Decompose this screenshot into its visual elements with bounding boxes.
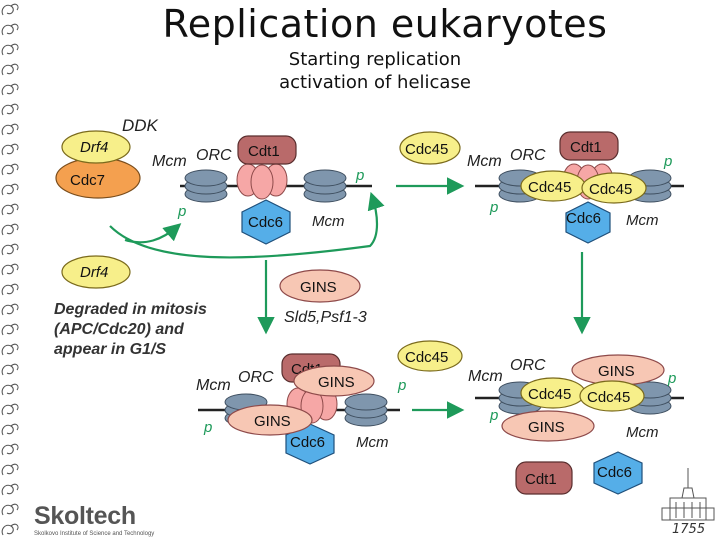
phosphate-label: p bbox=[203, 419, 212, 436]
gins-label: GINS bbox=[300, 279, 337, 296]
cdc6-shape bbox=[593, 451, 643, 495]
degradation-note: (APC/Cdc20) and bbox=[54, 321, 185, 338]
mcm-label: Mcm bbox=[626, 212, 659, 229]
mcm-label: Mcm bbox=[467, 153, 502, 170]
orc-label: ORC bbox=[196, 147, 232, 164]
mcm-label: Mcm bbox=[356, 434, 389, 451]
mcm-label: Mcm bbox=[626, 424, 659, 441]
drf4-shape bbox=[61, 130, 131, 164]
year-label: 1755 bbox=[672, 522, 706, 537]
cdc6-shape bbox=[241, 199, 291, 245]
cdc45-shape bbox=[581, 172, 647, 204]
phosphate-label: p bbox=[667, 370, 676, 387]
cdc45-label: Cdc45 bbox=[587, 389, 630, 406]
slide-subtitle: Starting replication activation of helic… bbox=[250, 48, 500, 94]
drf4-label: Drf4 bbox=[80, 139, 108, 156]
cdt1-label: Cdt1 bbox=[248, 143, 280, 160]
orc-label: ORC bbox=[510, 357, 546, 374]
drf4-shape bbox=[61, 255, 131, 289]
cdc6-shape bbox=[285, 423, 335, 465]
cdt1-shape bbox=[515, 461, 573, 495]
mcm-label: Mcm bbox=[196, 377, 231, 394]
cdt1-label: Cdt1 bbox=[570, 139, 602, 156]
logo-name: Skoltech bbox=[34, 502, 136, 530]
cdc7-label: Cdc7 bbox=[70, 172, 105, 189]
phosphate-label: p bbox=[489, 199, 498, 216]
cdt1-shape bbox=[237, 135, 297, 165]
cdc45-shape bbox=[399, 131, 461, 165]
gins-shape bbox=[293, 365, 375, 397]
building-sketch-icon bbox=[661, 468, 715, 521]
mcm-label: Mcm bbox=[468, 368, 503, 385]
ddk-label: DDK bbox=[122, 116, 159, 135]
logo-subtitle: Skolkovo Institute of Science and Techno… bbox=[34, 531, 155, 537]
gins-label: GINS bbox=[598, 363, 635, 380]
mcm-right bbox=[303, 169, 347, 203]
phosphate-label: p bbox=[663, 153, 672, 170]
gins-subunits-label: Sld5,Psf1-3 bbox=[284, 309, 367, 326]
gins-label: GINS bbox=[254, 413, 291, 430]
phosphorylation-arrow bbox=[124, 223, 182, 244]
cdc6-label: Cdc6 bbox=[566, 210, 601, 227]
subtitle-line-1: Starting replication bbox=[288, 49, 462, 70]
cdc45-label: Cdc45 bbox=[589, 181, 632, 198]
gins-label: GINS bbox=[528, 419, 565, 436]
gins-shape bbox=[279, 269, 361, 303]
phosphate-label: p bbox=[489, 407, 498, 424]
cdt1-label: Cdt1 bbox=[525, 471, 557, 488]
drf4-label: Drf4 bbox=[80, 264, 108, 281]
degradation-note: Degraded in mitosis bbox=[54, 301, 207, 318]
mcm-label: Mcm bbox=[152, 153, 187, 170]
mcm-right bbox=[344, 393, 388, 427]
cdc6-shape bbox=[565, 201, 611, 244]
phosphate-label: p bbox=[355, 167, 364, 184]
phosphate-label: p bbox=[397, 377, 406, 394]
degradation-note: appear in G1/S bbox=[54, 341, 166, 358]
cdc45-label: Cdc45 bbox=[405, 141, 448, 158]
orc-label: ORC bbox=[238, 369, 274, 386]
cdc45-label: Cdc45 bbox=[528, 386, 571, 403]
cdt1-shape bbox=[559, 131, 619, 161]
phosphorylation-arrow bbox=[109, 191, 385, 259]
gins-shape bbox=[227, 404, 313, 436]
skoltech-logo: Skoltech Skolkovo Institute of Science a… bbox=[28, 500, 154, 540]
cdc6-label: Cdc6 bbox=[290, 434, 325, 451]
cdc6-label: Cdc6 bbox=[248, 214, 283, 231]
cdc45-shape bbox=[397, 340, 463, 372]
mcm-label: Mcm bbox=[312, 213, 345, 230]
orc-label: ORC bbox=[510, 147, 546, 164]
gins-shape bbox=[501, 410, 595, 442]
decorative-border bbox=[0, 0, 20, 540]
orc-cluster bbox=[236, 163, 288, 200]
cdc6-label: Cdc6 bbox=[597, 464, 632, 481]
slide-title: Replication eukaryotes bbox=[162, 2, 608, 46]
gins-label: GINS bbox=[318, 374, 355, 391]
mcm-left bbox=[184, 169, 228, 203]
phosphate-label: p bbox=[177, 203, 186, 220]
cdc45-shape bbox=[579, 380, 645, 412]
cdc45-label: Cdc45 bbox=[528, 179, 571, 196]
subtitle-line-2: activation of helicase bbox=[279, 72, 471, 93]
cdc45-label: Cdc45 bbox=[405, 349, 448, 366]
